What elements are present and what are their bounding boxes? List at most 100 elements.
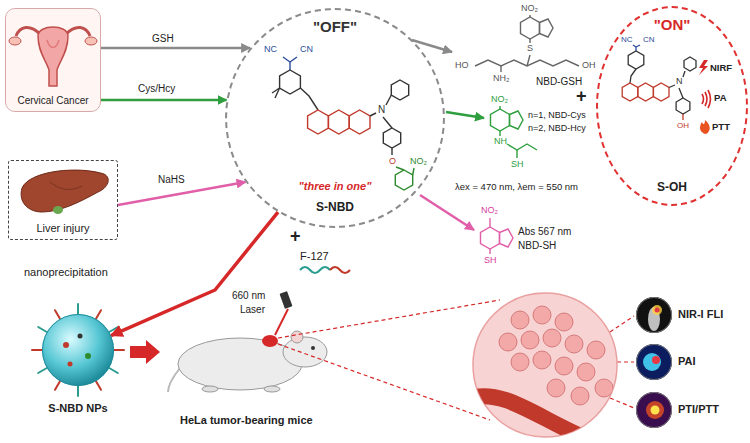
laser-illustration [275, 291, 292, 335]
nanoparticle-illustration [32, 304, 124, 396]
s-nbd-structure-part [396, 167, 404, 170]
nanoparticle-illustration-part-part [114, 349, 124, 351]
wavelength-note: λex = 470 nm, λem = 550 nm [455, 181, 578, 192]
imaging-thumbnails-part [646, 401, 664, 419]
nanoparticle-outline [42, 314, 114, 386]
nanoparticle-illustration-part-part [96, 381, 101, 390]
nanoparticle-illustration-part-part [55, 310, 60, 319]
arrow-label: nanoprecipitation [22, 266, 110, 279]
atom-label: CN [643, 35, 655, 45]
s-nbd-structure-part [289, 62, 290, 70]
s-nbd-structure-part [391, 148, 392, 155]
s-nbd-structure-part [328, 110, 349, 134]
s-oh-structure [622, 45, 696, 120]
laser-label: Laser [240, 304, 265, 316]
off-state-circle: "OFF""three in one"S-NBD [225, 8, 445, 228]
nbd-cys-structure-part [499, 106, 500, 109]
imaging-thumbnails-part [651, 406, 660, 415]
s-nbd-structure-part [275, 88, 280, 98]
imaging-thumbnails-part [655, 308, 660, 313]
mouse-illustration-part [262, 335, 278, 347]
nanoparticle-node: S-NBD NPs [30, 300, 126, 418]
compound-name: NBD-GSH [536, 76, 582, 88]
tumor-illustration-part-part [511, 311, 529, 329]
nanoparticle-illustration-part [42, 314, 114, 386]
tumor-illustration-part-part [571, 387, 589, 405]
product-arrows-part [420, 195, 474, 230]
model-caption: HeLa tumor-bearing mice [180, 414, 313, 427]
product-arrows-part [412, 40, 452, 52]
s-oh-structure-part [638, 83, 654, 101]
compound-name: n=1, NBD-Cys [528, 110, 586, 121]
nanoparticle-illustration-part [68, 362, 73, 367]
imaging-thumbnails-part [636, 392, 672, 428]
nbd-gsh-structure [475, 15, 579, 72]
liver-illustration-part [50, 182, 82, 189]
s-nbd-structure-part [308, 110, 329, 134]
tumor-illustration-part-part [547, 379, 565, 397]
product-arrows [412, 40, 484, 230]
tumor-illustration-part-part [555, 357, 573, 375]
atom-label: NC [264, 44, 277, 55]
node-title: "ON" [598, 16, 746, 34]
imaging-thumbnails-part [636, 297, 672, 333]
uterus-illustration-part [16, 27, 40, 36]
atom-label: SH [511, 159, 524, 170]
uterus-illustration [6, 9, 100, 111]
mouse-illustration-part [283, 337, 327, 367]
modality-label: PTT [712, 121, 730, 132]
compound-name: n=2, NBD-Hcy [528, 123, 586, 134]
atom-label: HO [455, 60, 469, 71]
atom-label: NO₂ [410, 156, 427, 167]
atom-label: N [378, 104, 385, 116]
uterus-illustration-part [38, 27, 68, 86]
s-oh-structure-part [669, 85, 675, 88]
f127-polymer [300, 267, 350, 273]
s-nbd-structure-part [370, 113, 376, 116]
uterus-illustration-part [85, 37, 97, 45]
node-title: PAI [678, 355, 696, 368]
atom-label: NC [621, 35, 633, 45]
tumor-illustration-part [470, 306, 613, 440]
s-oh-structure-part [682, 114, 683, 120]
node-title: Cervical Cancer [6, 95, 100, 107]
mouse-illustration-part [202, 386, 218, 392]
node-title: NIR-I FLI [678, 308, 723, 321]
tumor-illustration-part-part [533, 351, 551, 369]
s-oh-structure-part [683, 71, 685, 77]
nbd-cys-structure-part [507, 144, 537, 150]
plus-sign: + [576, 86, 587, 108]
nbd-gsh-structure-part [500, 66, 501, 72]
mouse-illustration-part [311, 346, 315, 350]
s-oh-structure-part [679, 88, 683, 98]
tumor-illustration-part-part [533, 306, 551, 324]
liver-illustration-part [21, 170, 108, 212]
tumor-illustration-part-part [565, 335, 583, 353]
modality-icons [699, 60, 711, 134]
nanoparticle-illustration-part-part [96, 310, 101, 319]
tumor-illustration-part-part [470, 396, 590, 440]
s-oh-structure-part [628, 51, 644, 69]
on-state-circle: "ON"S-OH [596, 6, 748, 206]
nanoparticle-illustration-part [85, 353, 91, 359]
s-nbd-structure-part [290, 57, 297, 62]
photothermal-image-node: PTI/PTT [636, 392, 746, 428]
laser-illustration-part [280, 291, 293, 309]
liver-illustration [21, 170, 108, 214]
nbd-cys-structure-part [491, 109, 510, 131]
node-title: S-NBD NPs [30, 402, 126, 415]
nbd-gsh-structure-part [475, 60, 579, 66]
tumor-illustration [470, 293, 617, 440]
s-nbd-structure-part [349, 110, 370, 134]
atom-label: SH [484, 255, 497, 266]
uterus-illustration-part [6, 9, 100, 111]
absorbance-note: Abs 567 nm [518, 226, 571, 238]
image-disc [636, 392, 672, 428]
s-oh-structure-part [635, 47, 636, 51]
atom-label: O [389, 156, 396, 167]
s-oh-structure-part [636, 45, 640, 47]
injection-arrow-part [130, 340, 160, 364]
tumor-illustration-part-part [587, 341, 605, 359]
nanoparticle-illustration-part-part [77, 386, 79, 396]
